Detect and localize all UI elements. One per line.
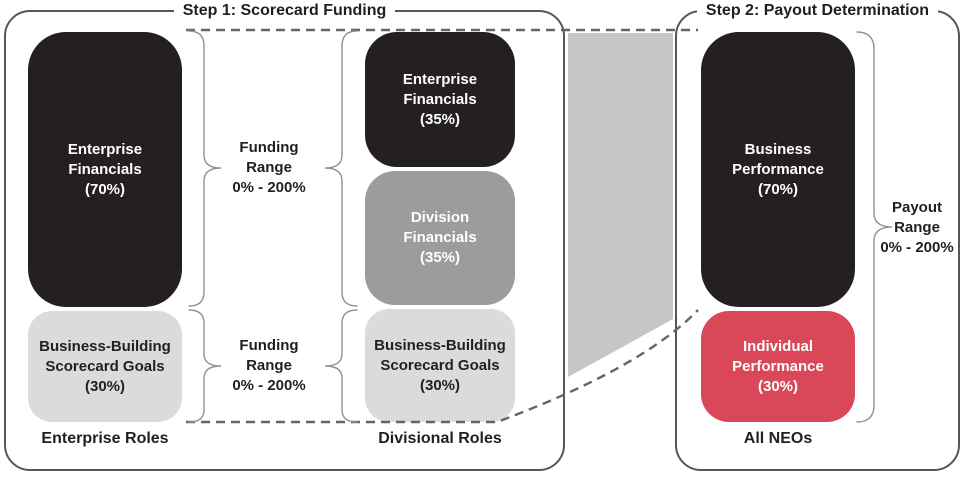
business-building-scorecard-goals-enterprise-box: Business-Building Scorecard Goals (30%) — [28, 311, 182, 422]
funding-range-top-text: Funding Range 0% - 200% — [232, 139, 306, 196]
step1-title-text: Step 1: Scorecard Funding — [173, 1, 396, 21]
division-financials-35-box: Division Financials (35%) — [365, 171, 515, 305]
business-performance-70-box: Business Performance (70%) — [701, 32, 855, 307]
flow-trapezoid — [568, 33, 673, 377]
enterprise-roles-label: Enterprise Roles — [41, 430, 169, 447]
funding-range-bottom-text: Funding Range 0% - 200% — [232, 337, 306, 394]
step2-title: Step 2: Payout Determination — [675, 1, 960, 21]
individual-performance-30-box: Individual Performance (30%) — [701, 311, 855, 422]
divisional-roles-label: Divisional Roles — [378, 430, 502, 447]
enterprise-financials-35-box: Enterprise Financials (35%) — [365, 32, 515, 167]
enterprise-financials-70-box: Enterprise Financials (70%) — [28, 32, 182, 307]
payout-range-text: Payout Range 0% - 200% — [880, 199, 954, 256]
business-building-scorecard-goals-divisional-box: Business-Building Scorecard Goals (30%) — [365, 309, 515, 422]
step1-title: Step 1: Scorecard Funding — [4, 1, 565, 21]
step2-title-text: Step 2: Payout Determination — [696, 1, 939, 21]
all-neos-label: All NEOs — [743, 430, 813, 447]
